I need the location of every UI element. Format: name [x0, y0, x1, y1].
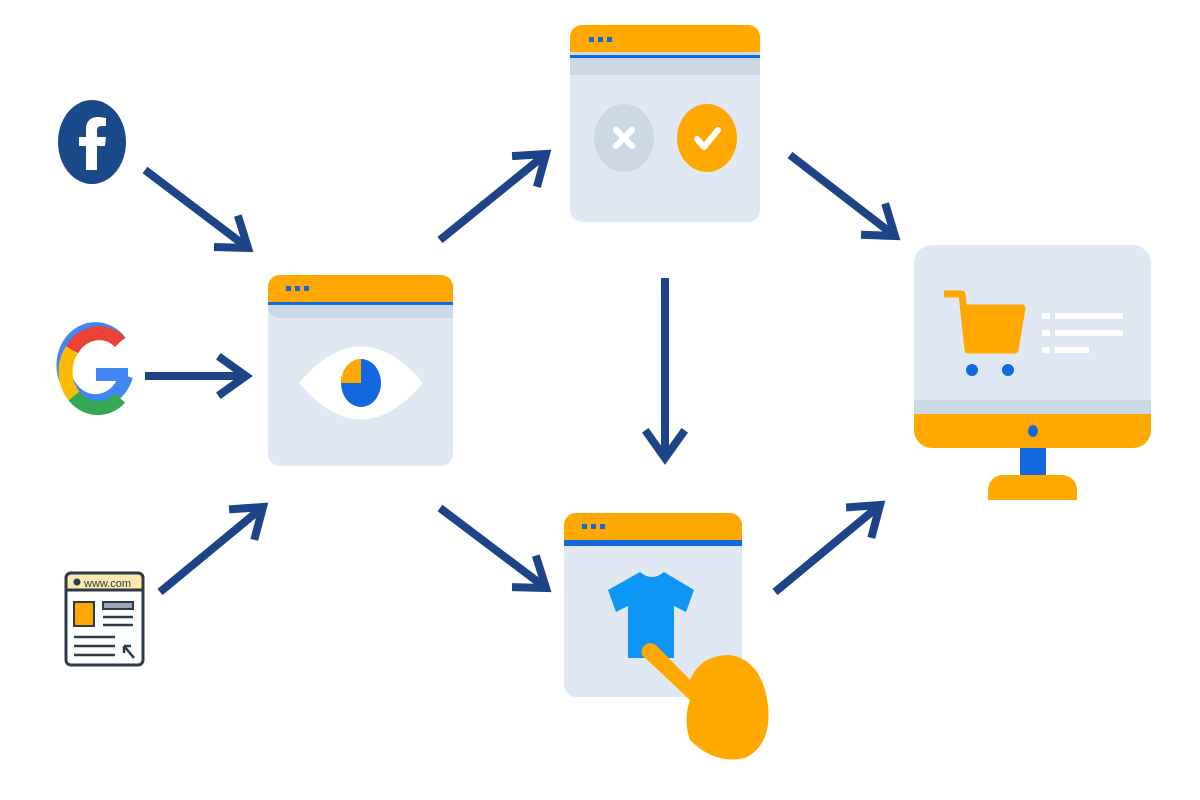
product-list-icon — [1042, 313, 1123, 353]
pointing-hand-icon — [641, 643, 769, 760]
arrow-decision-to-product — [641, 278, 689, 465]
arrow-product-to-store — [772, 500, 886, 596]
reject-icon — [594, 104, 654, 172]
arrow-facebook-to-analytics — [142, 166, 254, 253]
website-icon: www.com — [64, 571, 145, 667]
analytics-window — [268, 275, 453, 466]
arrow-google-to-analytics — [145, 352, 253, 400]
google-icon — [56, 322, 133, 415]
decision-window — [570, 25, 760, 222]
arrow-website-to-analytics — [157, 502, 269, 596]
shopping-cart-icon — [944, 290, 1026, 376]
store-monitor — [914, 245, 1151, 500]
arrow-analytics-to-product — [437, 504, 552, 593]
accept-icon — [677, 104, 737, 172]
tshirt-icon — [608, 572, 694, 658]
arrow-decision-to-store — [787, 151, 901, 241]
url-label: www.com — [83, 578, 131, 590]
product-window — [564, 513, 769, 760]
facebook-icon — [58, 100, 126, 184]
arrow-analytics-to-decision — [437, 149, 552, 244]
